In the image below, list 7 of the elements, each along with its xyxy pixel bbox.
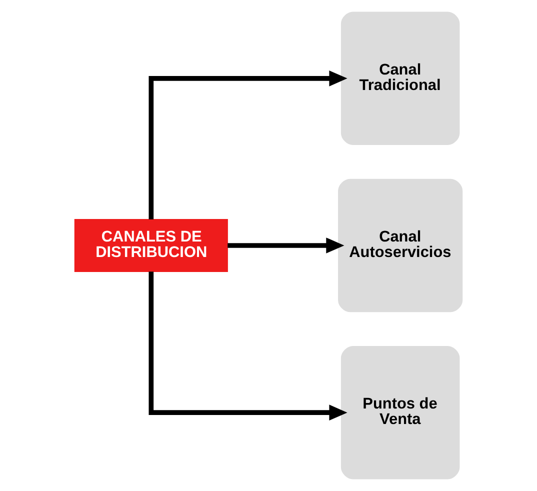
- arrow: [228, 238, 344, 254]
- node-box: CANALES DE DISTRIBUCION: [74, 218, 228, 272]
- node-box: Canal Autoservicios: [338, 178, 463, 312]
- node-box: Puntos de Venta: [340, 346, 460, 480]
- arrow: [148, 70, 348, 220]
- node-box: Canal Tradicional: [340, 12, 460, 146]
- arrow: [148, 272, 348, 420]
